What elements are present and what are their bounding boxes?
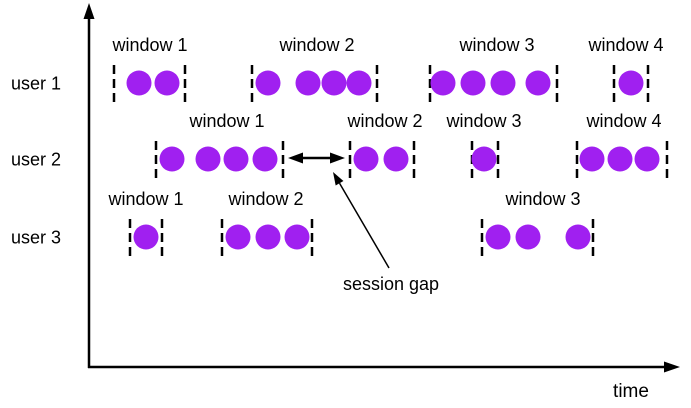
event-dot: [353, 146, 379, 172]
session-window: window 2: [250, 35, 379, 102]
annotation-pointer-arrowhead: [333, 172, 344, 186]
event-dot: [490, 70, 516, 96]
window-label: window 1: [111, 35, 187, 55]
event-dot: [223, 146, 249, 172]
event-dot: [159, 146, 185, 172]
event-dot: [295, 70, 321, 96]
session-window: window 3: [445, 111, 522, 178]
event-dot: [430, 70, 456, 96]
window-label: window 2: [346, 111, 422, 131]
window-label: window 2: [278, 35, 354, 55]
event-dot: [618, 70, 644, 96]
session-window: window 1: [154, 111, 285, 178]
session-window: window 3: [428, 35, 559, 102]
event-dot: [525, 70, 551, 96]
window-label: window 3: [458, 35, 534, 55]
event-dot: [255, 70, 281, 96]
window-label: window 3: [445, 111, 521, 131]
event-dot: [255, 224, 281, 250]
window-label: window 4: [587, 35, 663, 55]
event-dot: [154, 70, 180, 96]
x-axis-arrowhead: [664, 361, 680, 373]
event-dot: [284, 224, 310, 250]
session-gap-arrowhead-left: [288, 152, 303, 164]
event-dot: [460, 70, 486, 96]
session-gap-arrowhead-right: [330, 152, 345, 164]
event-dot: [485, 224, 511, 250]
event-dot: [225, 224, 251, 250]
event-dot: [133, 224, 159, 250]
event-dot: [565, 224, 591, 250]
session-gap-arrow: [288, 152, 345, 164]
event-dot: [607, 146, 633, 172]
session-window: window 1: [111, 35, 188, 102]
session-window: window 4: [575, 111, 669, 178]
session-window: window 1: [107, 189, 184, 256]
user-label: user 1: [11, 74, 61, 94]
event-dot: [346, 70, 372, 96]
event-dot: [383, 146, 409, 172]
user-row: user 2 window 1 window 2 window 3 window 4: [11, 111, 669, 178]
event-dot: [252, 146, 278, 172]
session-window: window 4: [587, 35, 664, 102]
user-row: user 3 window 1 window 2 window 3: [11, 189, 595, 256]
event-dot: [471, 146, 497, 172]
window-label: window 2: [227, 189, 303, 209]
event-dot: [515, 224, 541, 250]
window-label: window 3: [504, 189, 580, 209]
session-gap-label: session gap: [343, 274, 439, 294]
session-window: window 2: [220, 189, 314, 256]
window-label: window 1: [188, 111, 264, 131]
event-dot: [126, 70, 152, 96]
user-label: user 2: [11, 150, 61, 170]
session-window: window 3: [480, 189, 595, 256]
session-window: window 2: [346, 111, 423, 178]
window-label: window 1: [107, 189, 183, 209]
event-dot: [634, 146, 660, 172]
event-dot: [579, 146, 605, 172]
annotation-pointer-line: [338, 182, 390, 269]
time-axis-label: time: [613, 381, 649, 402]
y-axis-arrowhead: [83, 3, 95, 19]
event-dot: [195, 146, 221, 172]
event-dot: [321, 70, 347, 96]
window-label: window 4: [585, 111, 661, 131]
user-label: user 3: [11, 228, 61, 248]
user-row: user 1 window 1 window 2 window 3 window 4: [11, 35, 664, 102]
